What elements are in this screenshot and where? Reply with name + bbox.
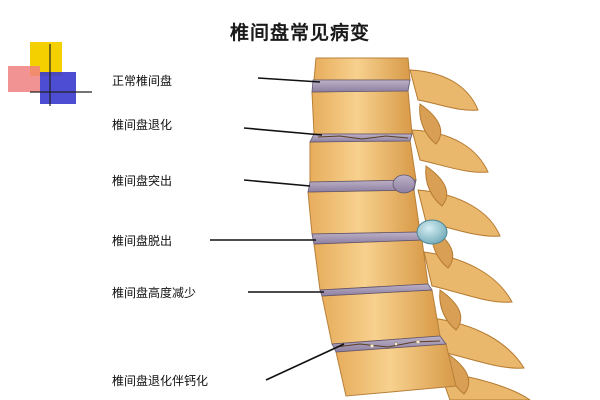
label-normal-disc: 正常椎间盘	[112, 74, 173, 88]
label-disc-protrusion: 椎间盘突出	[112, 174, 173, 188]
protrusion-bulge	[392, 174, 416, 194]
label-disc-height-loss: 椎间盘高度减少	[112, 286, 197, 300]
disc-normal	[311, 79, 411, 93]
leader-lines	[210, 77, 345, 381]
page-title: 椎间盘常见病变	[229, 22, 370, 44]
disc-protruded	[307, 179, 417, 193]
label-disc-calcification: 椎间盘退化伴钙化	[112, 374, 209, 388]
intervertebral-discs	[307, 79, 447, 353]
disc-height-loss	[319, 283, 433, 297]
label-disc-degeneration: 椎间盘退化	[112, 118, 173, 132]
corner-logo-icon	[8, 42, 92, 106]
vertebral-bodies	[307, 57, 457, 397]
herniation-fragment	[416, 219, 448, 245]
label-disc-prolapse: 椎间盘脱出	[112, 234, 173, 248]
disc-calcified	[331, 335, 447, 353]
disc-degenerated	[309, 133, 413, 143]
